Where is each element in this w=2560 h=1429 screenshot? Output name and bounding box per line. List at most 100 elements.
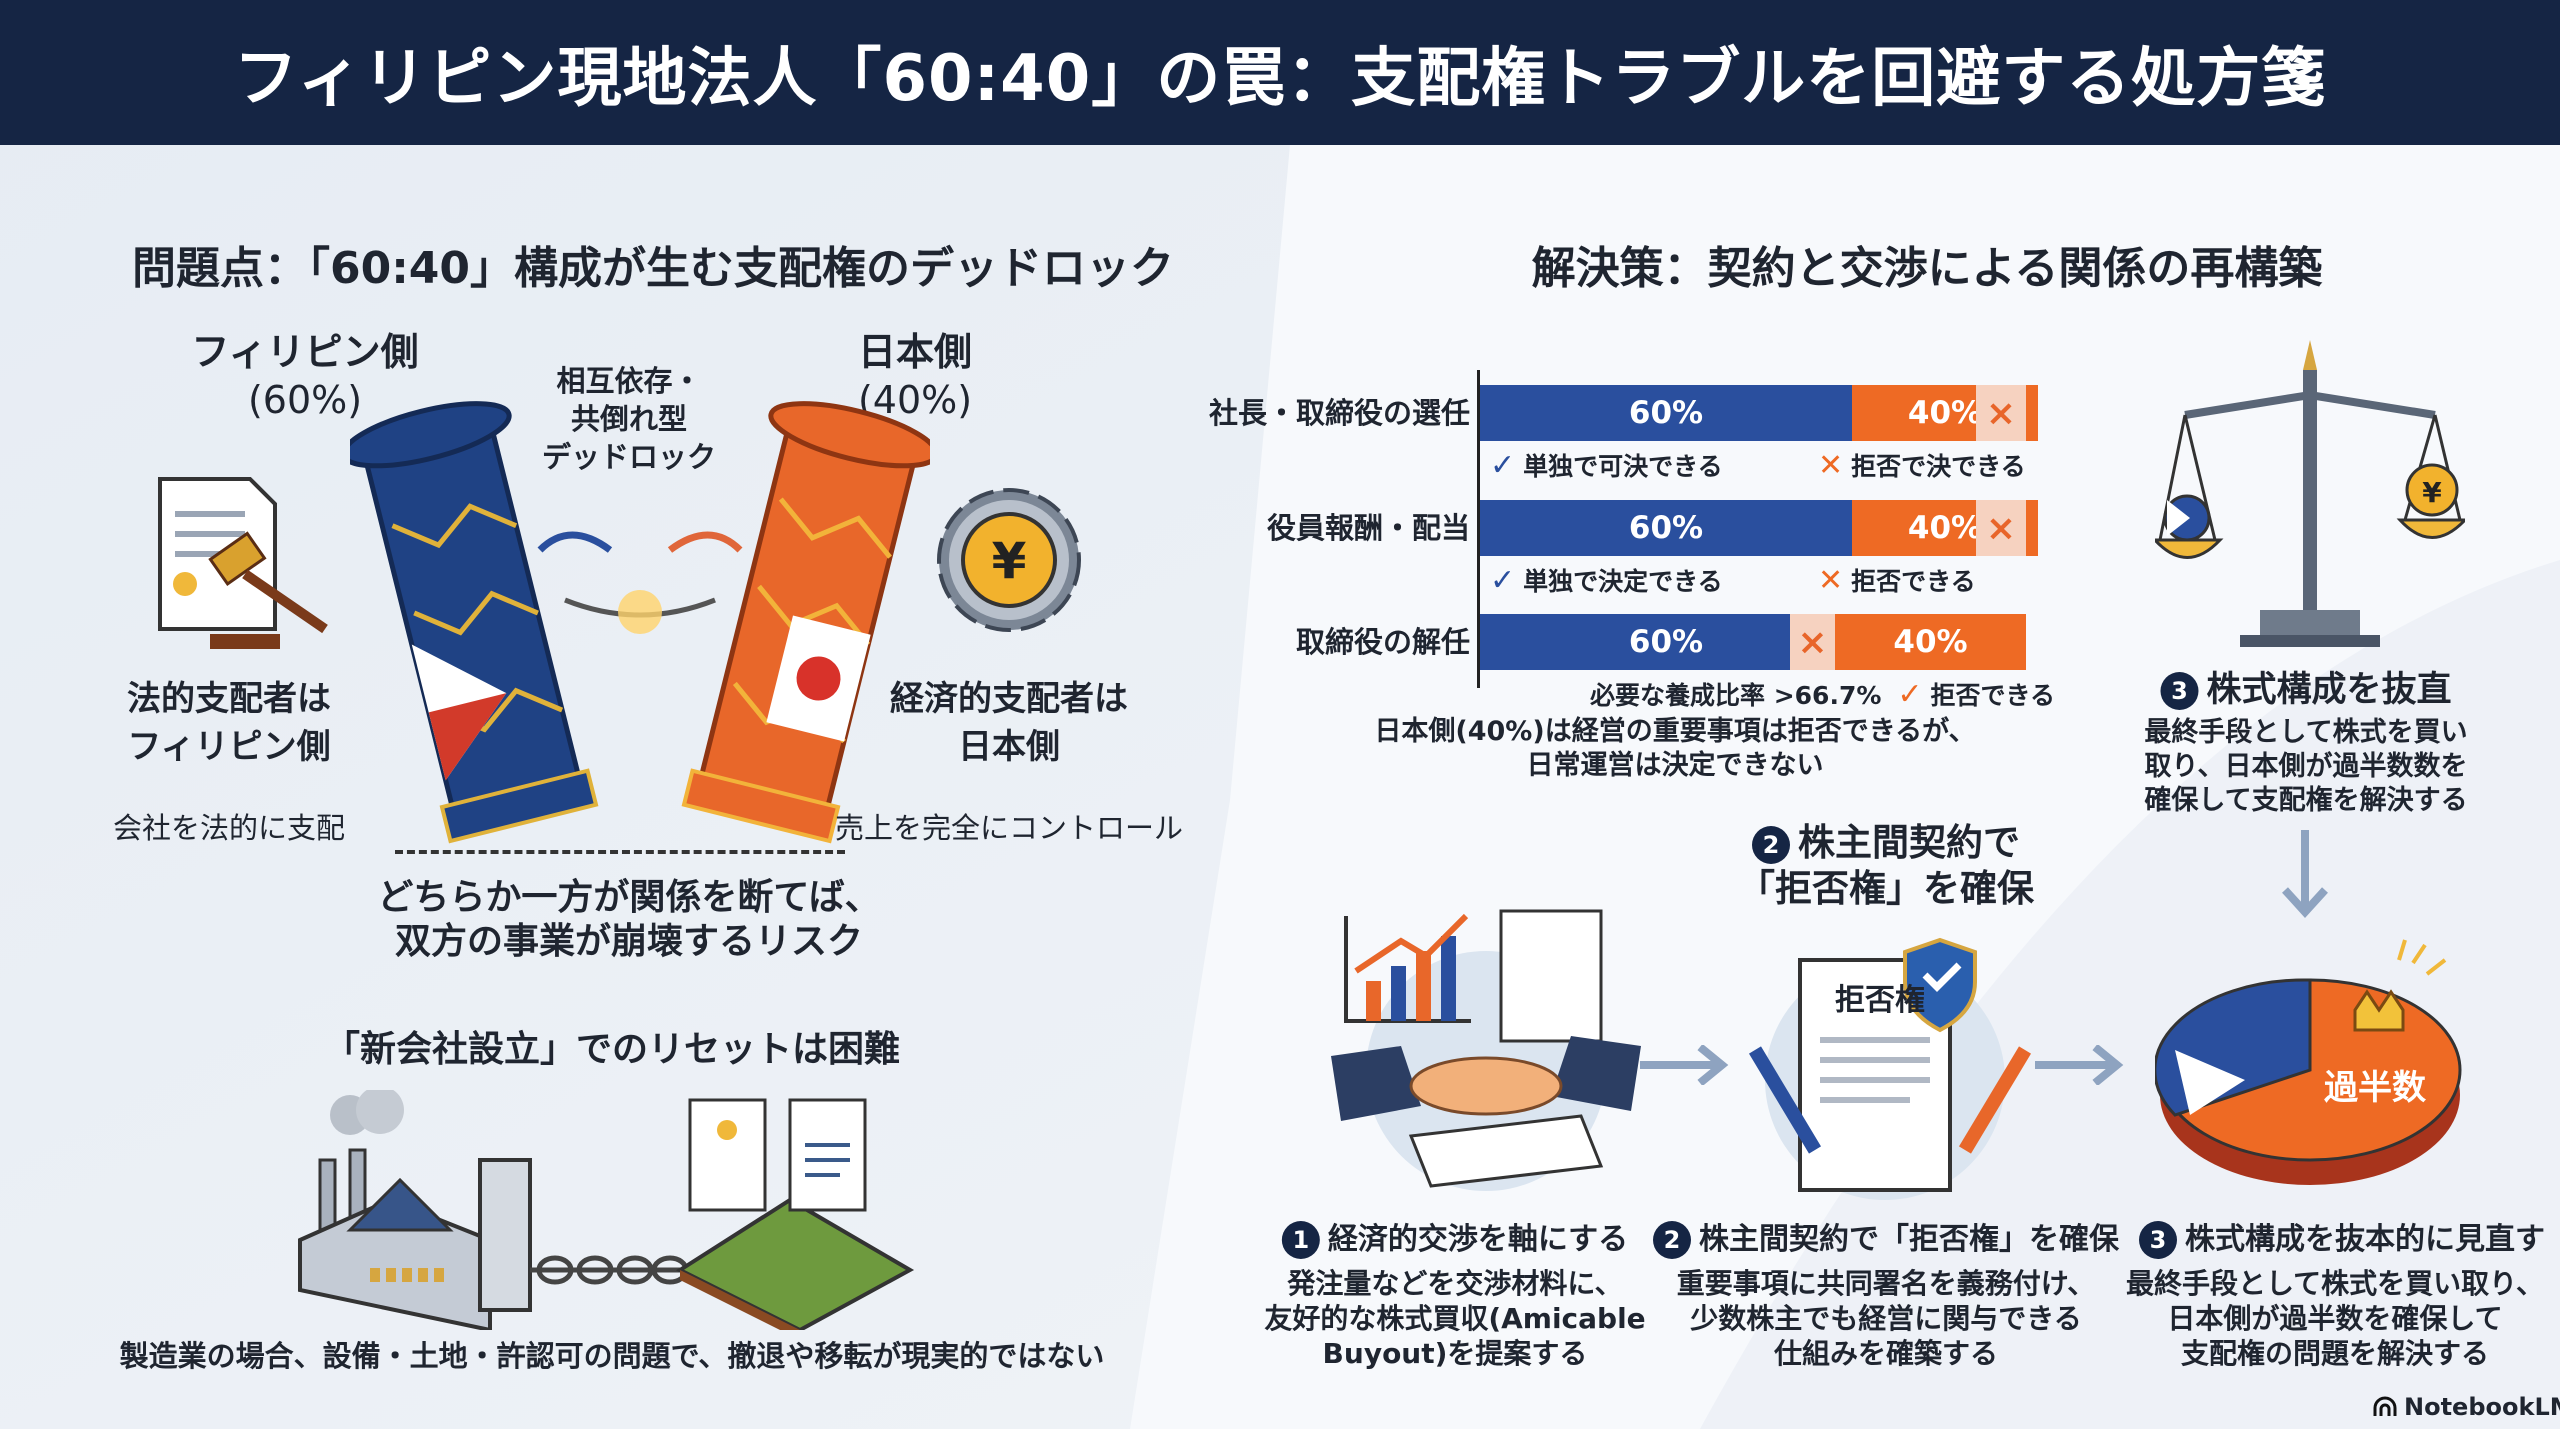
step-1-desc: 発注量などを交渉材料に、 友好的な株式買収(Amicable Buyout)を提… (1264, 1266, 1645, 1371)
chart-note: ✓単独で可決できる (1490, 447, 1723, 483)
step-number-badge: 2 (1653, 1221, 1691, 1259)
chart-note-text: 拒否できる (1851, 567, 1976, 596)
risk-line: どちらか一方が関係を断てば、 (377, 877, 881, 918)
legal-document-gavel-icon (158, 477, 328, 649)
step-number-badge: 3 (2160, 672, 2199, 710)
economic-controller-desc: 売上を完全にコントロール (834, 811, 1184, 845)
leaning-pillars-icon (350, 401, 930, 844)
arrow-down-icon (2282, 830, 2328, 918)
chart-threshold-note: 必要な養成比率 >66.7% ✓拒否できる (1590, 676, 2055, 712)
risk-text: どちらか一方が関係を断てば、 双方の事業が崩壊するリスク (377, 876, 880, 964)
bar-ph-share: 60% (1480, 500, 1852, 556)
step-title-text: 株主間契約で「拒否権」を確保 (1699, 1222, 2119, 1257)
header: フィリピン現地法人「60:40」の罠：支配権トラブルを回避する処方箋 (0, 0, 2560, 145)
step-desc-line: 仕組みを確築する (1773, 1337, 1999, 1370)
jp-side-name: 日本側 (857, 330, 973, 374)
check-icon: ✓ (1490, 448, 1516, 483)
chart-row-label: 取締役の解任 (1295, 625, 1470, 659)
step3-top-title-text: 株式構成を抜直 (2206, 670, 2452, 710)
chart-note: ✕拒否できる (1818, 562, 1976, 598)
chart-note-text: 単独で可決できる (1523, 452, 1723, 481)
chart-summary: 日本側(40%)は経営の重要事項は拒否できるが、 日常運営は決定できない (1374, 715, 1975, 783)
reset-title: 「新会社設立」でのリセットは困難 (323, 1029, 901, 1070)
step-desc-line: Buyout)を提案する (1322, 1337, 1588, 1370)
step-number-badge: 1 (1281, 1221, 1320, 1259)
ph-side-name: フィリピン側 (191, 330, 419, 374)
gear-yen-icon: ¥ (937, 488, 1081, 632)
chart-summary-line: 日常運営は決定できない (1526, 750, 1824, 781)
step-3-desc: 最終手段として株式を買い取り、 日本側が過半数を確保して 支配権の問題を解決する (2126, 1266, 2544, 1371)
veto-mark: × (1790, 614, 1835, 670)
chart-note-text: 拒否できる (1930, 681, 2056, 710)
veto-document-label: 拒否権 (1835, 983, 1925, 1018)
legal-controller-line: フィリピン側 (127, 727, 331, 767)
chart-summary-line: 日本側(40%)は経営の重要事項は拒否できるが、 (1374, 716, 1976, 747)
ground-divider (395, 850, 845, 854)
step-2-desc: 重要事項に共同署名を義務付け、 少数株主でも経営に関与できる 仕組みを確築する (1677, 1266, 2096, 1371)
step3-top-desc: 最終手段として株式を買い 取り、日本側が過半数数を 確保して支配権を解決する (2144, 716, 2467, 818)
legal-controller-desc: 会社を法的に支配 (112, 811, 346, 845)
bar-ph-share: 60% (1480, 385, 1852, 441)
solution-section-title: 解決策：契約と交渉による関係の再構築 (1531, 243, 2323, 294)
deadlock-label-line: デッドロック (541, 440, 717, 474)
step-desc-line: 発注量などを交渉材料に、 (1287, 1267, 1623, 1300)
majority-label: 過半数 (2324, 1068, 2426, 1108)
balance-scale-icon: ¥ (2155, 340, 2465, 647)
economic-controller-line: 経済的支配者は (890, 679, 1128, 719)
problem-section-title: 問題点：「60:40」構成が生む支配権のデッドロック (131, 243, 1175, 294)
step-desc-line: 支配権の問題を解決する (2180, 1337, 2490, 1370)
chart-note: ✓単独で決定できる (1490, 562, 1723, 598)
notebooklm-logo-icon (2373, 1396, 2397, 1416)
step-desc-line: 日本側が過半数を確保して (2167, 1302, 2503, 1335)
economic-controller-line: 日本側 (958, 727, 1060, 767)
step3-desc-line: 最終手段として株式を買い (2144, 717, 2468, 748)
step3-desc-line: 取り、日本側が過半数数を (2144, 751, 2468, 782)
arrow-right-icon (1640, 1045, 1729, 1085)
page-title: フィリピン現地法人「60:40」の罠：支配権トラブルを回避する処方箋 (233, 41, 2327, 116)
step-title-text: 経済的交渉を軸にする (1327, 1222, 1629, 1257)
deadlock-label-line: 相互依存・ (556, 364, 702, 398)
factory-chained-land-icon (298, 1090, 915, 1330)
deadlock-label: 相互依存・ 共倒れ型 デッドロック (542, 362, 716, 476)
step2-top-line: 「拒否権」を確保 (1738, 867, 2034, 910)
handshake-negotiation-icon (1331, 909, 1641, 1191)
arrow-right-icon (2035, 1045, 2124, 1085)
step-desc-line: 重要事項に共同署名を義務付け、 (1676, 1267, 2096, 1300)
svg-text:¥: ¥ (992, 532, 1027, 590)
chart-note-text: 単独で決定できる (1523, 567, 1723, 596)
step-title-text: 株式構成を抜本的に見直す (2185, 1222, 2545, 1257)
chart-row-label: 社長・取締役の選任 (1208, 396, 1470, 430)
legal-controller-line: 法的支配者は (127, 679, 331, 719)
economic-controller-title: 経済的支配者は 日本側 (890, 675, 1128, 771)
deadlock-label-line: 共倒れ型 (570, 402, 688, 436)
risk-line: 双方の事業が崩壊するリスク (394, 921, 863, 962)
notebooklm-brand: NotebookLM (2372, 1393, 2560, 1421)
bar-jp-share: 40% (1835, 614, 2026, 670)
cross-icon: ✕ (1818, 563, 1844, 598)
cross-icon: ✕ (1818, 448, 1844, 483)
threshold-text: 必要な養成比率 >66.7% (1590, 681, 1882, 710)
step-desc-line: 少数株主でも経営に関与できる (1690, 1302, 2082, 1335)
brand-text: NotebookLM (2404, 1393, 2560, 1421)
check-icon: ✓ (1897, 677, 1923, 712)
step3-desc-line: 確保して支配権を解決する (2144, 785, 2468, 816)
chart-note-text: 拒否で決できる (1851, 452, 2026, 481)
majority-pie-icon (2155, 939, 2462, 1185)
chart-row-label: 役員報酬・配当 (1266, 511, 1470, 545)
veto-mark: × (1976, 500, 2026, 556)
svg-text:¥: ¥ (2422, 476, 2442, 509)
step2-top-line: 株主間契約で (1798, 821, 2020, 864)
check-icon: ✓ (1490, 563, 1516, 598)
veto-mark: × (1976, 385, 2026, 441)
step-desc-line: 友好的な株式買収(Amicable (1264, 1302, 1646, 1335)
veto-contract-icon (1748, 937, 2032, 1200)
reset-caption: 製造業の場合、設備・土地・許認可の問題で、撤退や移転が現実的ではない (119, 1339, 1105, 1373)
step-desc-line: 最終手段として株式を買い取り、 (2125, 1267, 2545, 1300)
chart-axis (1477, 370, 1480, 688)
step-number-badge: 2 (1752, 825, 1790, 864)
